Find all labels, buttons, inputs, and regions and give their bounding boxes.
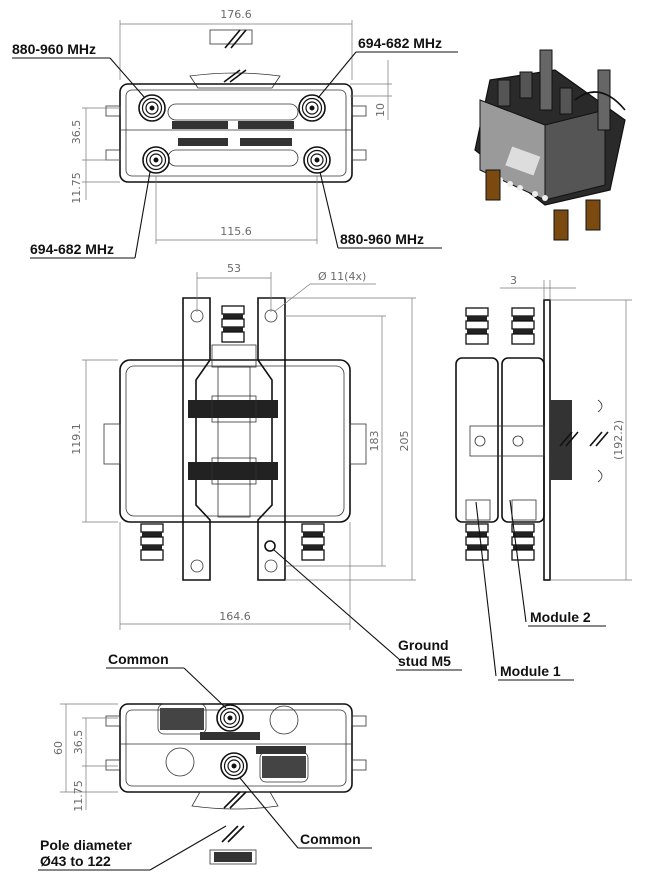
front-housing (119, 359, 351, 523)
connector-icon (138, 94, 166, 122)
dim-bracket-width: 53 (227, 262, 241, 275)
label-common-top: Common (108, 651, 169, 667)
pole-clamp-bottom (209, 825, 257, 865)
dim-hole-spacing: 183 (368, 431, 381, 452)
connector-icon (298, 94, 326, 122)
mounting-plate (543, 299, 551, 581)
dim-depth-1: 36.5 (70, 120, 83, 145)
top-view: 176.6 10 36.5 11.75 115.6 880-960 MHz 69… (12, 8, 458, 259)
mounting-bracket-right (257, 297, 286, 581)
dim-total-height: 205 (398, 431, 411, 452)
label-top-left: 880-960 MHz (12, 41, 96, 57)
connector-icon (303, 146, 331, 174)
dim-right-offset: 10 (374, 103, 387, 117)
bottom-view: 60 36.5 11.75 Common Common Pole diamete… (38, 651, 372, 871)
label-pole-2: Ø43 to 122 (40, 853, 111, 869)
connector-icon (511, 307, 535, 345)
dim-width-front: 164.6 (219, 610, 251, 623)
dim-hole: Ø 11(4x) (318, 270, 366, 283)
front-view: 53 Ø 11(4x) 119.1 183 205 164.6 Ground s… (70, 262, 462, 671)
dim-side-height: (192.2) (612, 420, 625, 460)
label-ground-2: stud M5 (398, 653, 451, 669)
label-ground-1: Ground (398, 637, 449, 653)
dim-bottom-height: 60 (52, 741, 65, 755)
dim-bottom-depth-2: 11.75 (72, 780, 85, 812)
label-top-right: 694-682 MHz (358, 35, 442, 51)
top-housing (119, 83, 353, 183)
connector-icon (220, 752, 248, 780)
connector-icon (465, 307, 489, 345)
connector-icon (465, 523, 489, 561)
side-view: 3 (192.2) Module 2 Module 1 (455, 274, 632, 681)
dim-plate: 3 (510, 274, 517, 287)
connector-icon (142, 146, 170, 174)
label-pole-1: Pole diameter (40, 837, 132, 853)
dim-depth-2: 11.75 (70, 172, 83, 204)
label-module-2: Module 2 (530, 609, 591, 625)
isometric-view (474, 49, 626, 241)
ground-stud-icon (264, 540, 276, 552)
dim-connector-spacing: 115.6 (220, 225, 252, 238)
label-bottom-right: 880-960 MHz (340, 231, 424, 247)
connector-icon (221, 305, 245, 343)
label-bottom-left: 694-682 MHz (30, 241, 114, 257)
dim-height-inner: 119.1 (70, 423, 83, 455)
label-common-bottom: Common (300, 831, 361, 847)
connector-icon (140, 523, 164, 561)
connector-icon (216, 704, 244, 732)
module-1-body (455, 357, 499, 523)
dim-width: 176.6 (220, 8, 252, 21)
pole-clamp-top (209, 29, 253, 49)
label-module-1: Module 1 (500, 663, 561, 679)
dim-bottom-depth-1: 36.5 (72, 730, 85, 755)
mounting-bracket-left (182, 297, 211, 581)
connector-icon (301, 523, 325, 561)
